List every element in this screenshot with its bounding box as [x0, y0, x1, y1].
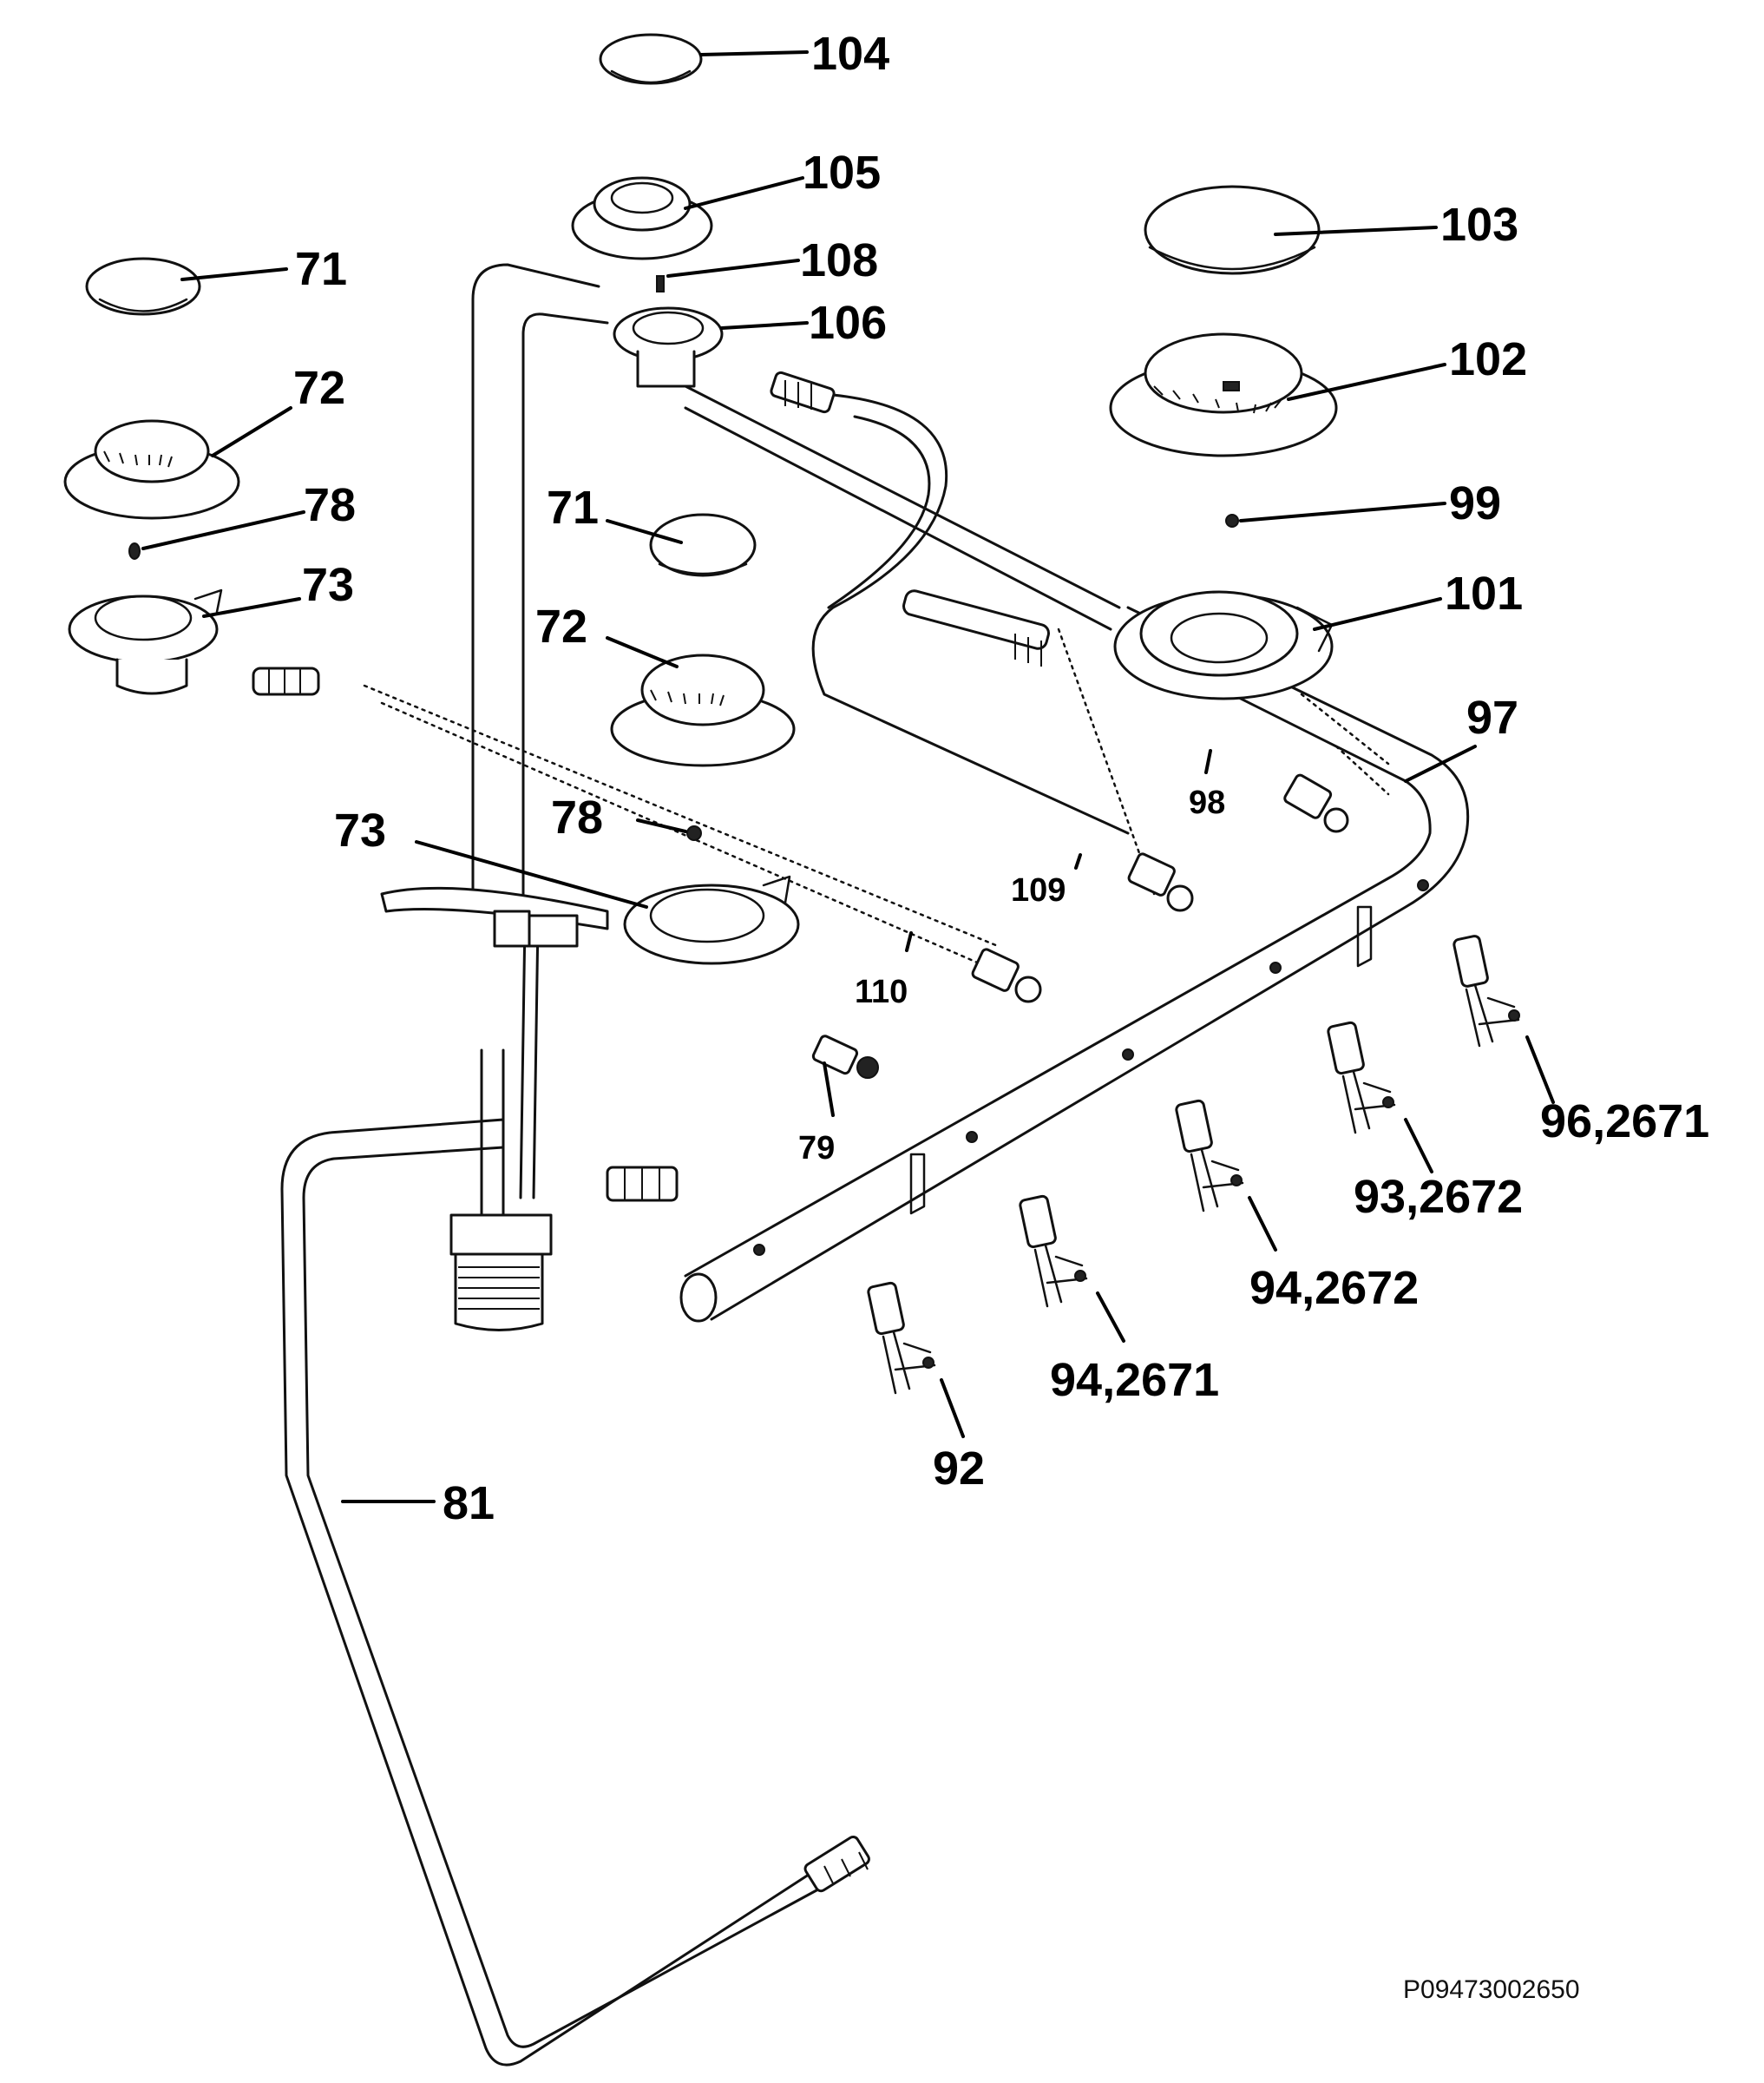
- callout-102: 102: [1449, 333, 1527, 385]
- pipe-fitting-left-top: [252, 667, 320, 696]
- document-reference: P09473002650: [1403, 1975, 1580, 2004]
- callout-97: 97: [1466, 692, 1518, 744]
- callout-96-2671: 96,2671: [1540, 1095, 1709, 1147]
- callout-94-2672: 94,2672: [1249, 1262, 1419, 1314]
- gas-tap-93: [1327, 1021, 1396, 1134]
- riser-pipe: [480, 918, 540, 1252]
- callout-81: 81: [443, 1477, 495, 1529]
- burner-base-large: [1113, 590, 1334, 700]
- burner-feed-pipe-rear: [471, 263, 609, 904]
- callout-73-centre: 73: [334, 805, 386, 857]
- gas-manifold-bar: [679, 606, 1470, 1323]
- pipe-nut-110: [971, 948, 1042, 1003]
- injector-large: [1225, 514, 1239, 528]
- injector-left: [128, 542, 141, 560]
- callout-72-centre: 72: [535, 601, 587, 653]
- leader-lines: [141, 50, 1555, 1503]
- burner-cap-left: [85, 257, 201, 316]
- gas-tap-96: [1453, 935, 1520, 1048]
- pipe-nut-109: [1127, 852, 1194, 912]
- callout-105: 105: [803, 147, 881, 199]
- burner-crown-large: [1109, 332, 1338, 457]
- burner-crown-left: [63, 419, 240, 520]
- callout-104: 104: [811, 28, 889, 80]
- injector-centre: [686, 825, 702, 841]
- callout-101: 101: [1445, 568, 1523, 620]
- callout-98: 98: [1189, 785, 1225, 821]
- callout-78-centre: 78: [551, 792, 603, 844]
- callout-108: 108: [800, 234, 878, 286]
- callout-94-2671: 94,2671: [1050, 1354, 1219, 1406]
- callout-73-left: 73: [302, 559, 354, 611]
- callout-72-left: 72: [293, 362, 345, 414]
- burner-cap-large: [1144, 185, 1321, 275]
- callout-71-centre: 71: [547, 482, 599, 534]
- assembly-lines: [363, 628, 1390, 969]
- callout-79: 79: [798, 1130, 835, 1166]
- callout-110: 110: [855, 974, 908, 1010]
- burner-feed-pipe-diagonal: [684, 384, 1130, 835]
- callout-92: 92: [933, 1442, 985, 1495]
- callout-78-left: 78: [304, 479, 356, 531]
- callout-71-left: 71: [295, 243, 347, 295]
- burner-crown-small: [571, 176, 713, 260]
- callout-109: 109: [1011, 872, 1066, 909]
- callout-93-2672: 93,2672: [1354, 1171, 1523, 1223]
- pipe-fitting-lower: [606, 1166, 679, 1202]
- callout-99: 99: [1449, 477, 1501, 529]
- callout-labels: 104 105 108 106 103 102 99 101 97 98 71 …: [293, 28, 1709, 1529]
- gas-tap-94-2671: [1019, 1194, 1088, 1308]
- pipe-end-fitting: [803, 1835, 870, 1893]
- gas-tap-94-2672: [1175, 1099, 1244, 1212]
- callout-103: 103: [1440, 199, 1518, 251]
- burner-base-left: [68, 588, 223, 695]
- pipe-fitting-right: [902, 589, 1050, 667]
- pipe-fitting-top: [770, 371, 836, 414]
- main-gas-inlet: [449, 1213, 553, 1331]
- gas-tap-92: [867, 1281, 936, 1395]
- injector-small: [656, 275, 665, 292]
- burner-base-centre: [623, 875, 800, 965]
- pipe-nut-79: [811, 1035, 879, 1079]
- gas-supply-pipe: [280, 1118, 839, 2067]
- pipe-fitting-centre-left: [380, 886, 609, 948]
- burner-cap-centre: [649, 513, 757, 577]
- burner-crown-centre: [610, 654, 796, 767]
- burner-base-small: [613, 306, 724, 388]
- pipe-nut-98: [1283, 773, 1349, 833]
- callout-106: 106: [809, 297, 887, 349]
- burner-cap-small: [599, 33, 703, 85]
